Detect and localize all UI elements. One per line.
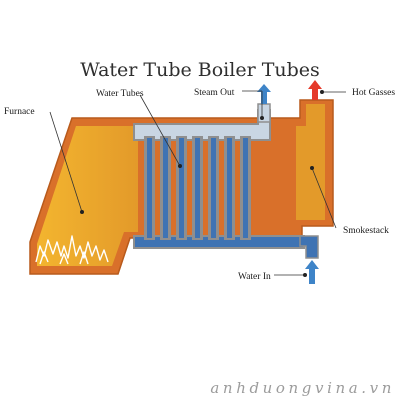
furnace-chamber [37, 126, 138, 266]
arrow-up-icon [308, 80, 322, 100]
smokestack [296, 104, 325, 220]
water-tube [192, 136, 203, 240]
arrow-up-icon [305, 260, 319, 284]
water-tubes [144, 136, 251, 240]
steam-drum [133, 109, 271, 141]
label-water-tubes: Water Tubes [96, 89, 144, 99]
water-inlet-pipe [299, 235, 319, 259]
label-smokestack: Smokestack [343, 226, 389, 236]
watermark: anhduongvina.vn [210, 379, 395, 397]
label-water-in: Water In [238, 272, 271, 282]
flame-icon [35, 235, 109, 265]
steam-outlet-pipe [257, 103, 271, 123]
diagram-title: Water Tube Boiler Tubes [80, 59, 320, 81]
water-tube [224, 136, 235, 240]
label-furnace: Furnace [4, 107, 35, 117]
water-tube [240, 136, 251, 240]
water-tube [208, 136, 219, 240]
label-hot-gasses: Hot Gasses [352, 88, 395, 98]
water-tube [160, 136, 171, 240]
arrow-up-icon [257, 84, 271, 104]
label-steam-out: Steam Out [194, 88, 235, 98]
water-tube [144, 136, 155, 240]
water-tube [176, 136, 187, 240]
